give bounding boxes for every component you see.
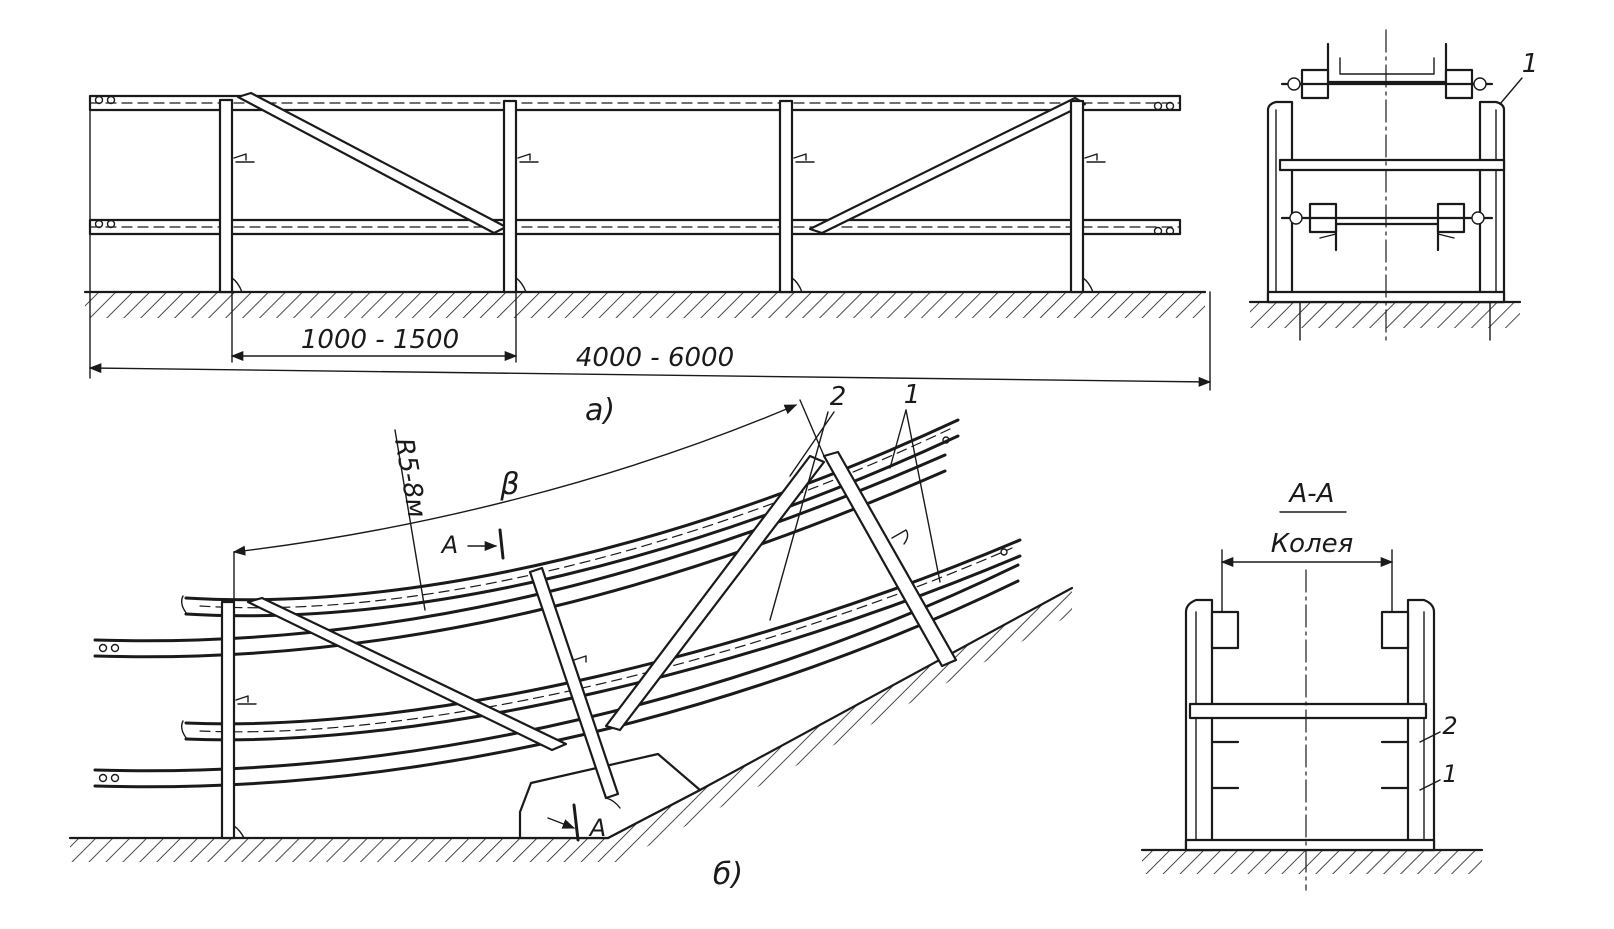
ground-hatch-aa (1140, 848, 1484, 874)
left-rail-block-aa (1210, 610, 1240, 650)
section-mark-bottom-text: А (588, 814, 606, 842)
post-a-3 (778, 99, 815, 294)
ground-hatch-section-top (1248, 300, 1522, 328)
post-a-2 (502, 99, 539, 294)
dim-post-spacing-text: 1000 - 1500 (301, 325, 459, 355)
view-a-caption: а) (585, 393, 615, 428)
post-b-2 (528, 566, 620, 800)
lower-rail-channel-top (1280, 202, 1494, 252)
label-1-top: 1 (1522, 49, 1539, 79)
label-2-b: 2 (830, 382, 847, 412)
dimension-post-spacing: 1000 - 1500 (230, 291, 518, 363)
cross-section-top: 1 (1248, 29, 1539, 341)
right-rail-block-aa (1380, 610, 1410, 650)
right-post-aa (1406, 598, 1436, 852)
left-post-aa (1184, 598, 1214, 852)
lower-rail-a (88, 218, 1182, 236)
leader-1-aa (1419, 779, 1441, 791)
angle-label: β (499, 467, 519, 502)
label-2-aa: 2 (1442, 712, 1457, 740)
section-aa-title: А-А (1288, 479, 1335, 509)
label-1-aa: 1 (1442, 760, 1457, 788)
left-post-top (1266, 100, 1294, 304)
view-b-caption: б) (713, 857, 743, 892)
section-aa: А-А Колея (1140, 479, 1484, 891)
section-mark-top-text: А (440, 531, 458, 559)
leader-2-aa (1419, 731, 1441, 743)
view-a-straight-section: 1000 - 1500 4000 - 6000 а) (83, 91, 1212, 428)
cross-beam-aa (1188, 702, 1428, 720)
posts-a (218, 98, 1106, 294)
section-mark-top: А (440, 528, 505, 560)
right-post-top (1478, 100, 1506, 304)
posts-b (220, 529, 909, 840)
section-mark-bottom: А (547, 803, 606, 842)
radius-label: R5-8м (388, 436, 431, 520)
post-a-1 (218, 98, 255, 294)
leaders-b: 2 1 (769, 380, 941, 621)
dim-total-length-text: 4000 - 6000 (576, 343, 734, 373)
cross-beam-top (1278, 158, 1506, 172)
base-plate-aa (1184, 838, 1436, 852)
gauge-dimension: Колея (1220, 529, 1394, 619)
gauge-label: Колея (1271, 529, 1354, 559)
leader-1-top (1499, 77, 1523, 105)
lower-rail-stubs-aa (1210, 735, 1410, 795)
post-a-4 (1069, 99, 1106, 294)
upper-rail-channel-top (1280, 42, 1494, 100)
post-b-1 (220, 600, 236, 840)
dimension-total-length: 4000 - 6000 (88, 109, 1212, 391)
view-b-curved-section: R5-8м β А А 2 1 б) (68, 380, 1074, 892)
ground-hatch-a (83, 290, 1207, 318)
diagonal-braces-a (236, 91, 1087, 235)
label-1-b: 1 (904, 380, 921, 410)
braces-b (246, 450, 958, 752)
